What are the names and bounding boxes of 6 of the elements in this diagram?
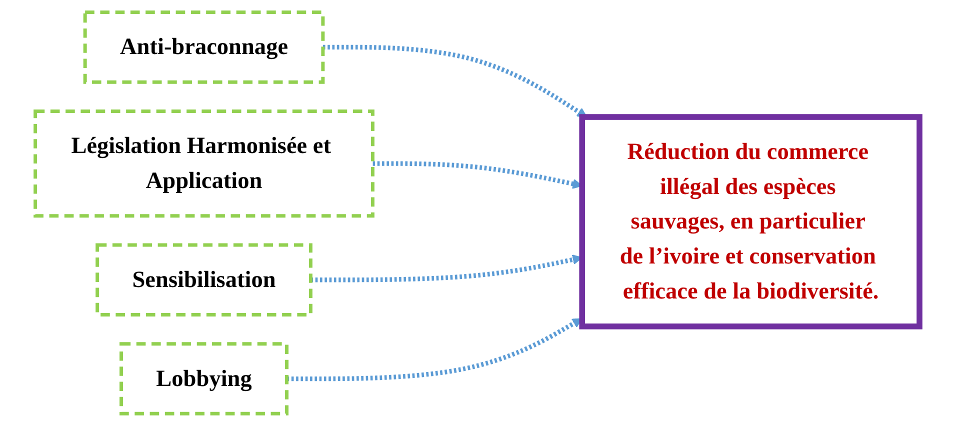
arrow — [322, 44, 587, 118]
node-box: Réduction du commerce illégal des espèces sauvages, en particulier de l’ivoire et conservation efficace de la biodiversité. — [578, 114, 922, 330]
node-box: Sensibilisation — [95, 243, 312, 317]
node-box: Lobbying — [119, 342, 288, 416]
node-box: Législation Harmonisée et Application — [33, 109, 374, 218]
node-box: Anti-braconnage — [82, 10, 324, 84]
